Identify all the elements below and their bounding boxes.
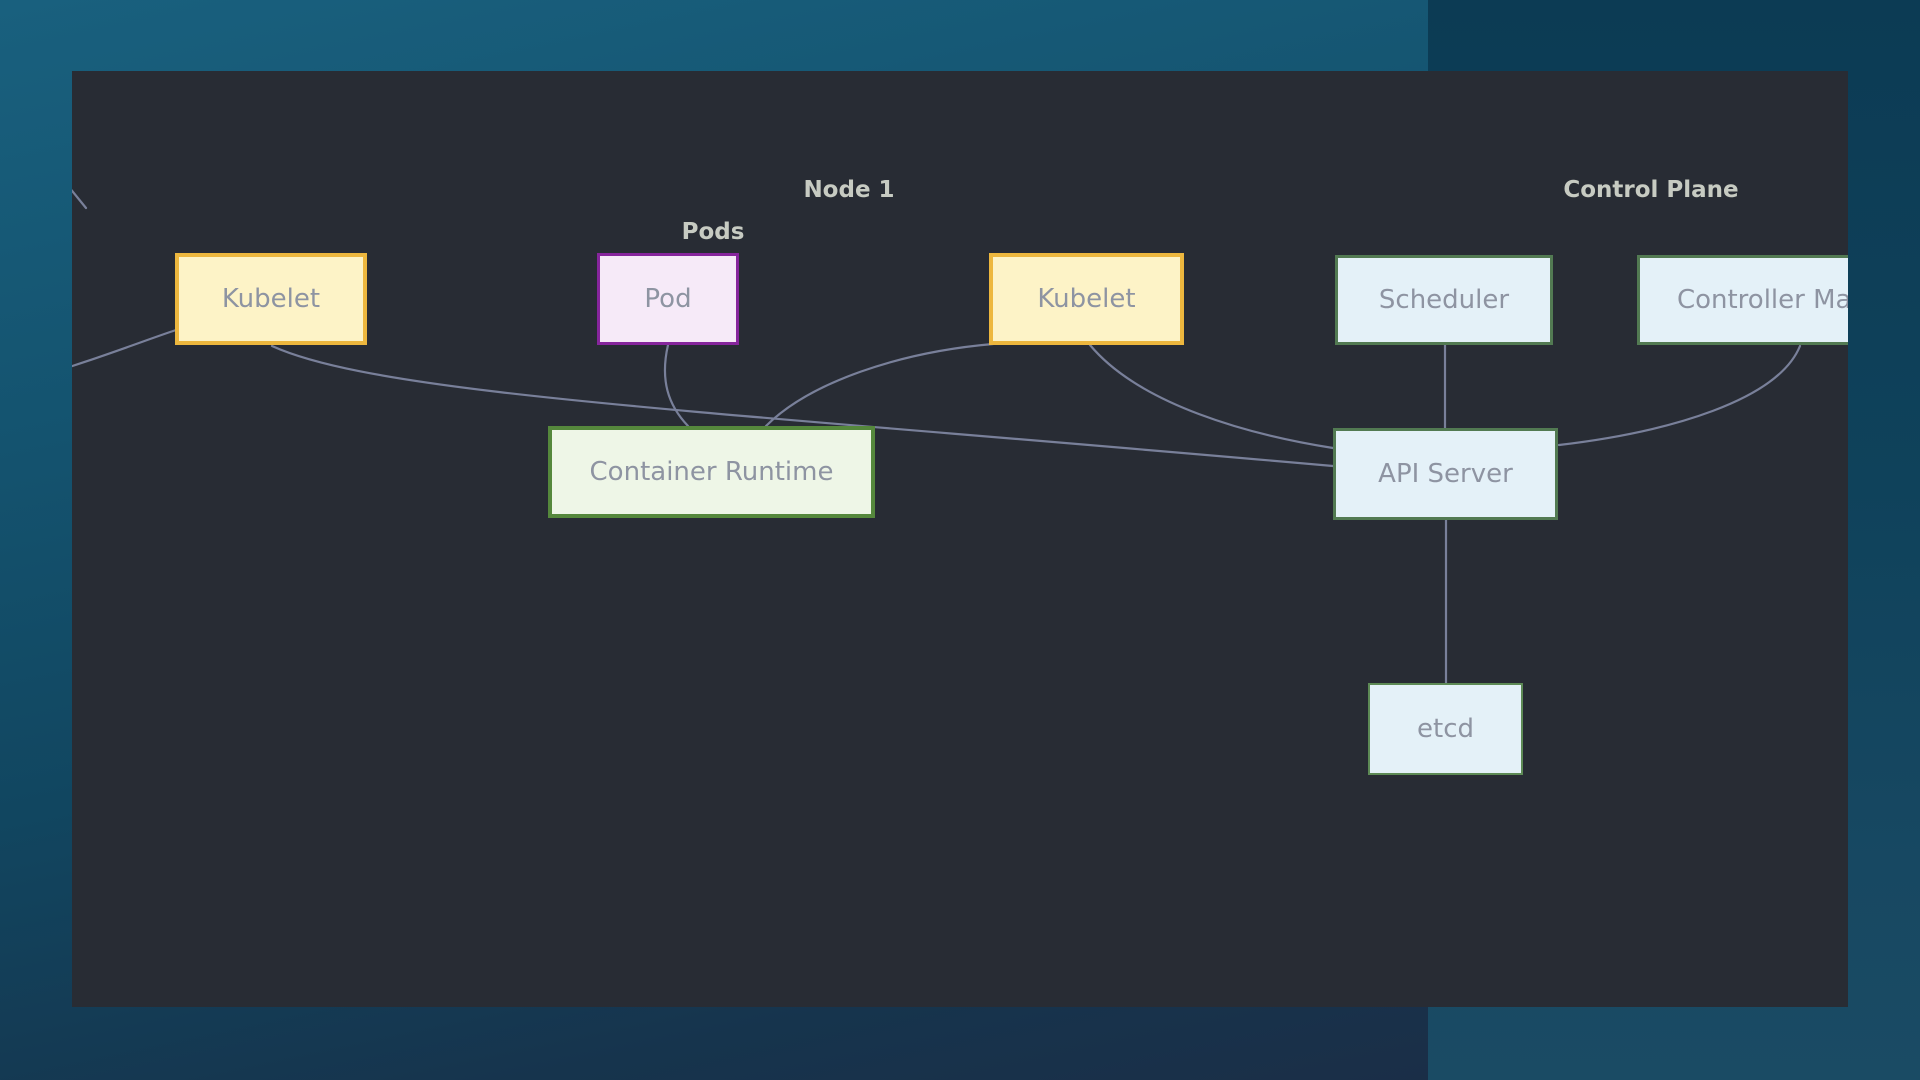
node-label: etcd [1417, 714, 1474, 744]
edge-kubelet-left-api-server[interactable] [270, 344, 1335, 468]
edge-pod-container-runtime[interactable] [663, 343, 690, 428]
node-label: Pod [644, 284, 692, 314]
group-label-pods[interactable]: Pods [681, 219, 745, 245]
edge-controller-manager-api-server[interactable] [1557, 344, 1802, 447]
group-label-control-plane[interactable]: Control Plane [1563, 177, 1739, 203]
node-scheduler[interactable]: Scheduler [1335, 255, 1553, 345]
edge-kubelet-right-api-server[interactable] [1088, 343, 1335, 450]
diagram-canvas[interactable]: Node 1 Pods Control Plane Kubelet Pod Ku… [72, 71, 1848, 1007]
edge-container-runtime-kubelet-right[interactable] [764, 342, 995, 428]
edge-offscreen-top-left[interactable] [72, 166, 88, 210]
node-kubelet-left[interactable]: Kubelet [175, 253, 367, 345]
connector-lines [72, 166, 1802, 685]
edge-offscreen-kubelet-left[interactable] [72, 328, 178, 382]
node-label: Kubelet [221, 284, 321, 314]
group-label-node-1[interactable]: Node 1 [803, 177, 895, 203]
node-label: Kubelet [1037, 284, 1136, 314]
node-container-runtime[interactable]: Container Runtime [548, 426, 875, 518]
node-label: Controller Manager [1676, 285, 1848, 315]
node-controller-manager[interactable]: Controller Manager [1637, 255, 1848, 345]
node-label: Scheduler [1378, 285, 1510, 315]
node-pod[interactable]: Pod [597, 253, 739, 345]
node-label: API Server [1378, 459, 1513, 489]
node-api-server[interactable]: API Server [1333, 428, 1558, 520]
node-etcd[interactable]: etcd [1368, 683, 1523, 775]
node-label: Container Runtime [589, 457, 834, 487]
node-kubelet-right[interactable]: Kubelet [989, 253, 1184, 345]
